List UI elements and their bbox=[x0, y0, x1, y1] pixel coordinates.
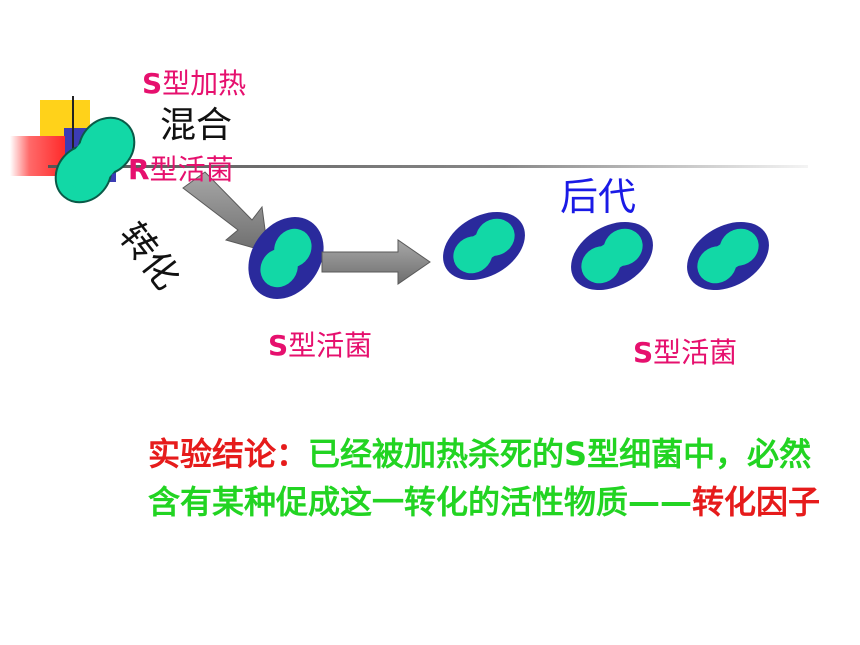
s-live-label-1: S型活菌 bbox=[268, 324, 372, 364]
s-heated-prefix: S bbox=[142, 67, 163, 100]
s-bacterium-offspring-3 bbox=[687, 221, 769, 291]
s-bacterium-offspring-1 bbox=[443, 211, 525, 281]
s-heated-text: 型加热 bbox=[162, 67, 247, 100]
s-live-prefix-1: S bbox=[268, 329, 289, 362]
s-bacterium-offspring-2 bbox=[571, 221, 653, 291]
r-live-text: 型活菌 bbox=[149, 153, 234, 186]
conclusion-body: 已经被加热杀死的S型细菌中，必然含有某种促成这一转化的活性物质—— bbox=[148, 435, 812, 521]
s-bacterium-transformed bbox=[248, 217, 324, 299]
mix-label: 混合 bbox=[160, 105, 233, 146]
s-live-text-1: 型活菌 bbox=[288, 329, 373, 362]
conclusion-text: 实验结论：已经被加热杀死的S型细菌中，必然含有某种促成这一转化的活性物质——转化… bbox=[148, 430, 828, 526]
r-live-prefix: R bbox=[128, 153, 150, 186]
s-live-label-2: S型活菌 bbox=[633, 331, 737, 371]
horizontal-rule bbox=[48, 165, 808, 168]
conclusion-tail: 转化因子 bbox=[692, 483, 821, 521]
vertical-rule bbox=[72, 96, 74, 190]
offspring-label: 后代 bbox=[560, 175, 637, 219]
r-live-label: R型活菌 bbox=[128, 148, 234, 188]
r-bacterium bbox=[54, 116, 136, 204]
s-live-prefix-2: S bbox=[633, 336, 654, 369]
conclusion-head: 实验结论： bbox=[148, 435, 309, 473]
diagonal-arrow bbox=[182, 171, 269, 253]
horizontal-arrow bbox=[321, 239, 431, 285]
s-live-text-2: 型活菌 bbox=[653, 336, 738, 369]
s-heated-label: S型加热 bbox=[142, 62, 246, 102]
